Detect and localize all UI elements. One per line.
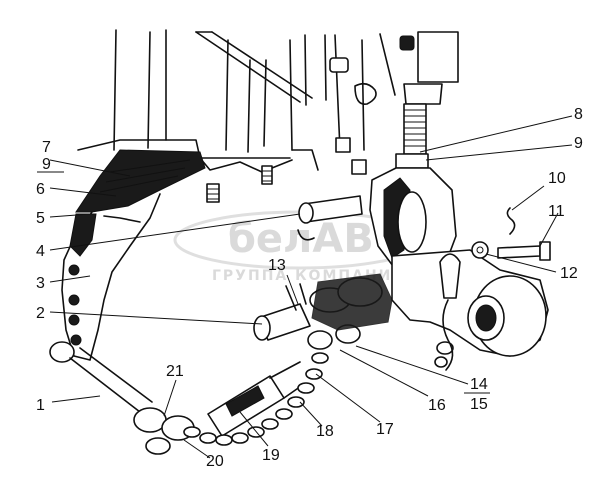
callout-3: 3 xyxy=(36,275,45,292)
callout-17: 17 xyxy=(376,421,394,438)
hitch-assembly xyxy=(297,31,551,371)
callout-labels: 1 2 3 4 5 6 7 8 9 9 10 11 12 13 14 15 16… xyxy=(36,106,583,470)
safety-chain-assembly xyxy=(49,273,393,455)
callout-15: 15 xyxy=(470,396,488,413)
callout-21: 21 xyxy=(166,363,184,380)
leader-lines xyxy=(37,115,573,459)
callout-16: 16 xyxy=(428,397,446,414)
callout-5: 5 xyxy=(36,210,45,227)
callout-12: 12 xyxy=(560,265,578,282)
callout-11: 11 xyxy=(548,203,565,220)
threaded-rod xyxy=(403,103,427,155)
callout-6: 6 xyxy=(36,181,45,198)
callout-9: 9 xyxy=(574,135,583,152)
callout-7: 7 xyxy=(42,139,51,156)
callout-2: 2 xyxy=(36,305,45,322)
callout-13: 13 xyxy=(268,257,286,274)
callout-9-boxed: 9 xyxy=(42,156,51,173)
callout-20: 20 xyxy=(206,453,224,470)
towing-bracket xyxy=(61,149,206,361)
callout-19: 19 xyxy=(262,447,280,464)
callout-18: 18 xyxy=(316,423,334,440)
chain-links xyxy=(183,352,329,446)
callout-8: 8 xyxy=(574,106,583,123)
callout-14: 14 xyxy=(470,376,488,393)
callout-10: 10 xyxy=(548,170,566,187)
callout-4: 4 xyxy=(36,243,45,260)
callout-1: 1 xyxy=(36,397,45,414)
tractor-frame xyxy=(77,29,396,203)
